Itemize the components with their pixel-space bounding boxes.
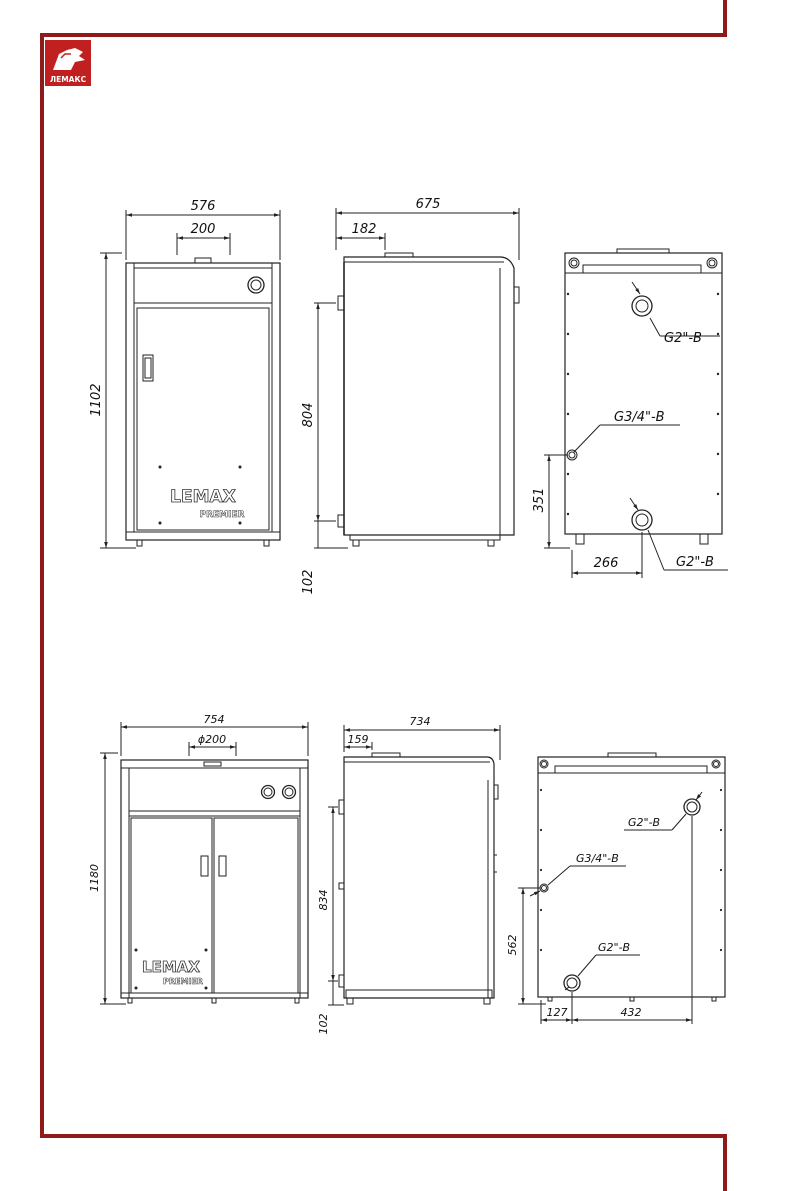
bottom-width-dim: 754 [204, 713, 225, 726]
top-drain-label: G3/4"-B [614, 410, 665, 425]
bottom-offset-right-dim: 432 [621, 1006, 642, 1019]
top-drain-height-dim: 351 [532, 488, 547, 513]
top-foot-height-dim: 102 [301, 570, 316, 595]
top-height-dim: 1102 [89, 383, 104, 416]
bottom-front-view: LEMAX PREMIER 754 ϕ200 1180 [88, 713, 309, 1005]
top-flue-dim: 200 [191, 222, 216, 237]
bottom-flue-offset-dim: 159 [348, 733, 369, 746]
top-product-logo: LEMAX [170, 487, 236, 507]
bottom-side-view: 734 159 834 102 [317, 715, 501, 1035]
top-side-view: 675 182 804 102 [301, 197, 520, 595]
top-depth-dim: 675 [416, 197, 441, 212]
top-inlet-offset-dim: 266 [594, 556, 619, 571]
bottom-pipe-height-dim: 834 [317, 890, 330, 911]
top-width-dim: 576 [191, 199, 216, 214]
frame-left-bar [40, 33, 44, 1138]
bottom-foot-height-dim: 102 [317, 1014, 330, 1035]
bottom-drain-label: G3/4"-B [576, 852, 619, 865]
bottom-product-sub: PREMIER [163, 977, 203, 986]
bottom-outlet-label: G2"-B [628, 816, 660, 829]
bottom-height-dim: 1180 [88, 864, 101, 892]
top-flue-offset-dim: 182 [352, 222, 377, 237]
bottom-back-view: G2"-B G3/4"-B G2"-B 562 127 432 [506, 752, 726, 1024]
frame-top-bar [40, 33, 727, 37]
frame-top-right-post [723, 0, 727, 37]
top-pipe-height-dim: 804 [301, 403, 316, 428]
lemax-logo-icon: ЛЕМАКС [45, 40, 91, 86]
bottom-product-logo: LEMAX [142, 958, 200, 976]
top-front-view: LEMAX PREMIER 576 200 1102 [89, 199, 281, 549]
top-inlet-label: G2"-B [676, 555, 714, 570]
top-back-view: G2"-B G3/4"-B G2"-B 351 266 [532, 248, 728, 578]
bottom-flue-dim: ϕ200 [198, 733, 226, 746]
bottom-depth-dim: 734 [410, 715, 431, 728]
top-product-sub: PREMIER [199, 510, 244, 520]
top-outlet-label: G2"-B [664, 331, 702, 346]
bottom-drain-height-dim: 562 [506, 935, 519, 956]
bottom-inlet-label: G2"-B [598, 941, 630, 954]
frame-bottom-right-post [723, 1134, 727, 1191]
bottom-offset-left-dim: 127 [547, 1006, 568, 1019]
frame-bottom-bar [40, 1134, 727, 1138]
logo-text: ЛЕМАКС [50, 75, 87, 84]
